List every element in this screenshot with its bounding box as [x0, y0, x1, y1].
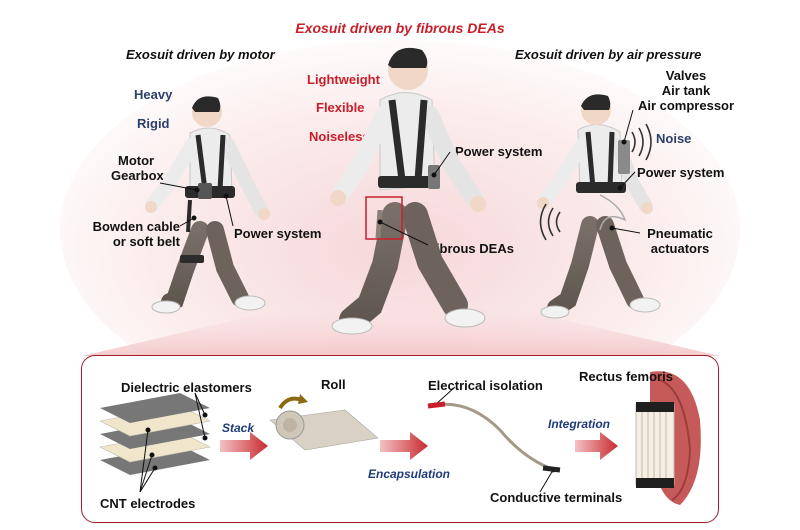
valves-label: Valves: [665, 68, 707, 83]
cnt-label: CNT electrodes: [100, 496, 196, 511]
air-compressor-label: Air compressor: [637, 98, 735, 113]
leader-lines: [159, 109, 641, 246]
trait-noise: Noise: [656, 131, 692, 146]
dielectric-stack: [99, 393, 211, 475]
roll-label: Roll: [321, 377, 346, 392]
air-tank-label: Air tank: [661, 83, 711, 98]
figure-title: Exosuit driven by fibrous DEAs: [295, 20, 505, 36]
stack-label: Stack: [222, 421, 255, 435]
fibrous-dea: [427, 401, 561, 473]
figures-art: [145, 47, 661, 335]
integration-arrow: [575, 432, 618, 460]
trait-heavy: Heavy: [134, 87, 173, 102]
dea-exosuit-figure: [330, 47, 486, 335]
stack-arrow: [220, 432, 268, 460]
motor-label: Motor: [118, 153, 155, 168]
integration-label: Integration: [548, 417, 610, 431]
fabrication-panel: [81, 355, 719, 523]
gearbox-label: Gearbox: [111, 168, 164, 183]
pneumatic-power-label: Power system: [637, 165, 725, 180]
trait-rigid: Rigid: [137, 116, 170, 131]
pneumatic-subtitle: Exosuit driven by air pressure: [515, 47, 702, 62]
terminals-label: Conductive terminals: [490, 490, 623, 505]
pneumatic-label-1: Pneumatic: [647, 226, 713, 241]
encapsulation-label: Encapsulation: [368, 467, 451, 481]
pneumatic-exosuit-figure: [537, 94, 661, 319]
motor-subtitle: Exosuit driven by motor: [126, 47, 275, 62]
dea-power-label: Power system: [455, 144, 543, 159]
bowden-label-1: Bowden cable: [92, 219, 180, 234]
rectus-label: Rectus femoris: [579, 369, 673, 384]
trait-noiseless: Noiseless: [309, 129, 370, 144]
bowden-label-2: or soft belt: [112, 234, 180, 249]
dielectric-label: Dielectric elastomers: [121, 380, 252, 395]
rectus-femoris-muscle: [635, 371, 701, 505]
trait-flexible: Flexible: [316, 100, 365, 115]
roll-sheet: [269, 394, 379, 451]
encapsulation-arrow: [380, 432, 428, 460]
trait-lightweight: Lightweight: [307, 72, 380, 87]
isolation-label: Electrical isolation: [428, 378, 543, 393]
fibrous-deas-label: Fibrous DEAs: [428, 241, 514, 256]
motor-power-label: Power system: [234, 226, 322, 241]
pneumatic-label-2: actuators: [650, 241, 710, 256]
